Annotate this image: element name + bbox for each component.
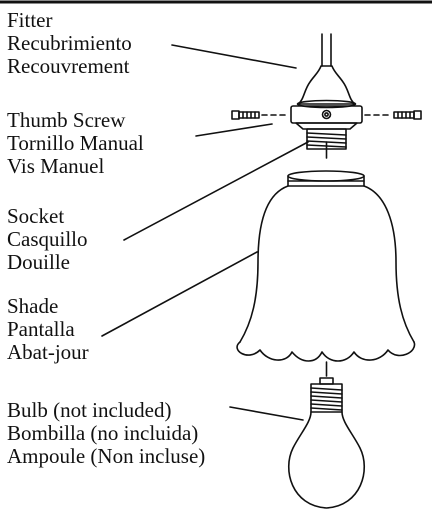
bulb-label-en: Bulb (not included) — [7, 398, 172, 422]
fitter-label-es: Recubrimiento — [7, 31, 132, 55]
shade-label-es: Pantalla — [7, 317, 75, 341]
shade-leader — [101, 251, 258, 337]
socket-label: Socket Casquillo Douille — [7, 205, 88, 274]
chain-icon — [321, 33, 332, 67]
bulb-icon — [288, 361, 365, 509]
bulb-label-fr: Ampoule (Non incluse) — [7, 444, 206, 468]
thumb-screw-right-icon — [364, 110, 422, 120]
socket-label-en: Socket — [7, 204, 65, 228]
shade-icon — [236, 170, 416, 362]
shade-label: Shade Pantalla Abat-jour — [7, 295, 89, 364]
fitter-label-fr: Recouvrement — [7, 54, 130, 78]
thumb-screw-label-es: Tornillo Manual — [7, 131, 144, 155]
fitter-icon — [296, 65, 357, 109]
bulb-label: Bulb (not included) Bombilla (no incluid… — [7, 399, 205, 468]
thumb-screw-label-fr: Vis Manuel — [7, 154, 105, 178]
socket-label-fr: Douille — [7, 250, 70, 274]
bulb-label-es: Bombilla (no incluida) — [7, 421, 199, 445]
thumb-screw-label-en: Thumb Screw — [7, 108, 126, 132]
collar-icon — [290, 105, 363, 130]
thumb-screw-leader — [195, 123, 273, 137]
socket-leader — [123, 141, 309, 241]
thumb-screw-left-icon — [231, 110, 289, 120]
fitter-label: Fitter Recubrimiento Recouvrement — [7, 9, 132, 78]
shade-label-en: Shade — [7, 294, 59, 318]
fitter-label-en: Fitter — [7, 8, 53, 32]
bulb-leader — [229, 406, 304, 421]
thumb-screw-label: Thumb Screw Tornillo Manual Vis Manuel — [7, 109, 144, 178]
fitter-leader — [171, 44, 297, 69]
socket-label-es: Casquillo — [7, 227, 88, 251]
shade-label-fr: Abat-jour — [7, 340, 89, 364]
